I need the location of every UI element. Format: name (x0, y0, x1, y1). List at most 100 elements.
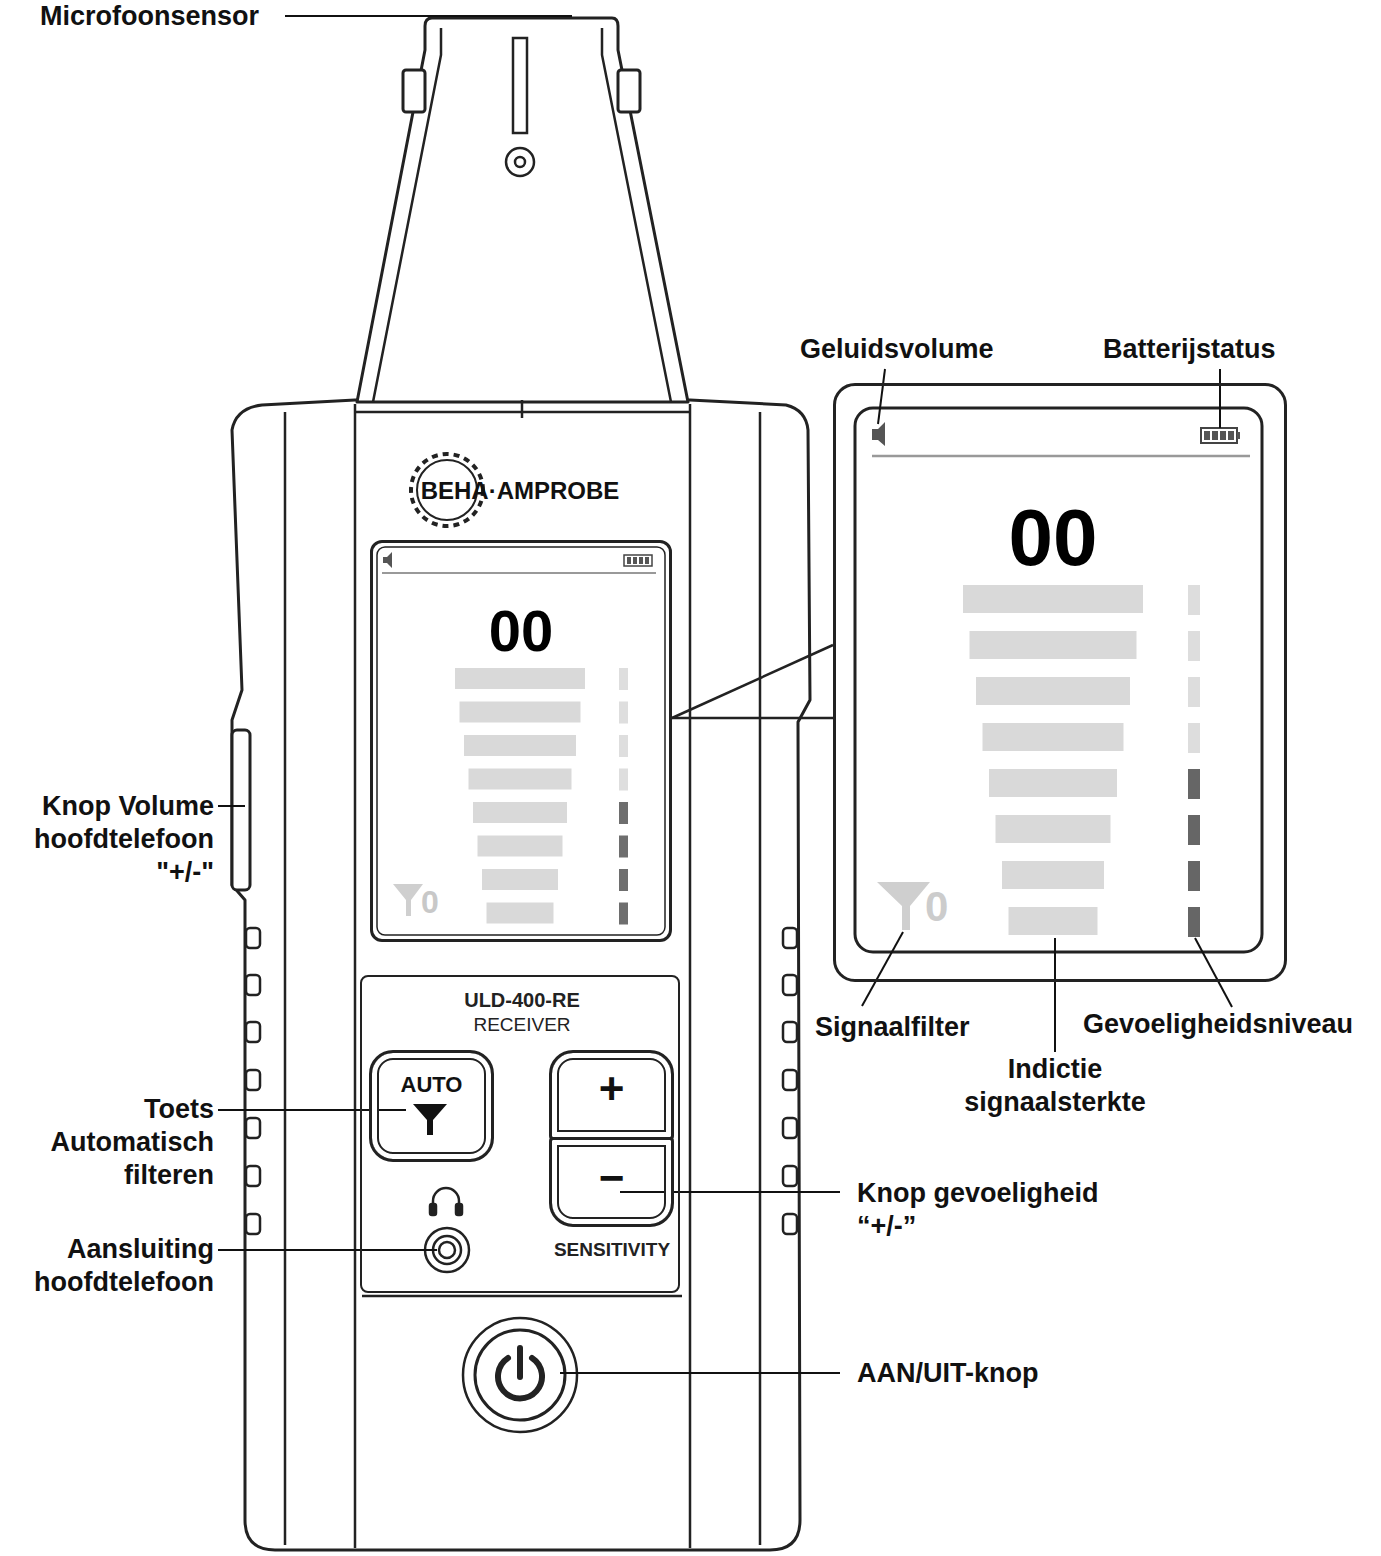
power-button (463, 1318, 577, 1432)
zoom-signal-bars (963, 585, 1143, 613)
screen-icons (383, 552, 392, 568)
screen-display (377, 547, 665, 935)
zoom-icons (1228, 431, 1234, 440)
signal-bars (464, 735, 576, 756)
auto-filter-key: AUTO (369, 1050, 494, 1162)
key-symbol: − (552, 1154, 671, 1202)
screen-icons (393, 884, 423, 916)
zoom-display (872, 455, 1250, 458)
signal-bars (487, 903, 554, 924)
grip-notch (246, 1118, 260, 1138)
leader-line (285, 15, 572, 17)
zoom-sensitivity-bars (1188, 585, 1200, 937)
zoom-connector (672, 717, 833, 720)
sensitivity-bars (619, 802, 628, 824)
screen-display (377, 547, 665, 935)
headphone-jack (433, 1236, 461, 1264)
leader-line (862, 932, 903, 1006)
plus-key: + (549, 1050, 674, 1140)
model-type: RECEIVER (417, 1015, 627, 1036)
zoom-sensitivity-bars (1188, 631, 1200, 661)
zoom-signal-bars (970, 631, 1137, 659)
control-panel: ULD-400-RERECEIVERSENSITIVITYAUTO+− (360, 975, 680, 1293)
device-rails (285, 28, 760, 1548)
microphone-slot (506, 148, 534, 176)
screen-icons (627, 557, 631, 564)
device-rails (602, 28, 671, 402)
part-label: Gevoeligheidsniveau (1083, 1008, 1381, 1041)
sensitivity-bars (619, 735, 628, 757)
power-button (475, 1330, 565, 1420)
key-caption: AUTO (372, 1073, 491, 1097)
leader-line (218, 805, 245, 807)
device-rails (689, 404, 692, 1548)
auto-filter-icon (413, 1104, 447, 1135)
grip-notch (246, 975, 260, 995)
zoom-signal-bars (989, 769, 1117, 797)
grip-notch (783, 1214, 797, 1234)
signal-bars (482, 869, 558, 890)
microphone-slot (506, 38, 534, 176)
zoom-sensitivity-bars (1188, 585, 1200, 615)
part-label: Toets Automatisch filteren (20, 1093, 214, 1192)
minus-key: − (549, 1137, 674, 1227)
sensitivity-bars (619, 869, 628, 891)
part-label: Knop gevoeligheid “+/-” (857, 1177, 1157, 1243)
power-button (463, 1318, 577, 1432)
zoomed-display: 000 (833, 383, 1287, 982)
zoom-sensitivity-bars (1188, 769, 1200, 799)
headphone-jack (439, 1242, 455, 1258)
brand-logo: BEHA·AMPROBE (390, 474, 650, 507)
zoom-icons (872, 422, 885, 446)
zoom-signal-bars (983, 723, 1124, 751)
zoom-signal-bars (963, 585, 1143, 935)
device-rails (759, 412, 762, 1545)
zoom-signal-bars (1009, 907, 1098, 935)
filter-level: 0 (421, 885, 455, 920)
leader-line (878, 369, 885, 424)
zoom-signal-bars (976, 677, 1130, 705)
grip-notch (246, 1022, 260, 1042)
zoom-sensitivity-bars (1188, 677, 1200, 707)
grip-notch (783, 1070, 797, 1090)
device-body (232, 18, 810, 1550)
screen-icons (633, 557, 637, 564)
microphone-slot (515, 157, 525, 167)
grip-notch (783, 1022, 797, 1042)
button-caption: SENSITIVITY (534, 1240, 690, 1261)
grip-notch (246, 1070, 260, 1090)
signal-bars (455, 668, 585, 689)
part-label: Knop Volume hoofdtelefoon "+/-" (0, 790, 214, 889)
leader-line (1054, 938, 1056, 1052)
zoom-display (672, 408, 1262, 952)
zoom-display (672, 645, 833, 718)
device-body (618, 70, 640, 112)
zoom-icons (1204, 431, 1210, 440)
signal-bars (469, 769, 572, 790)
device-rails (354, 404, 357, 1548)
zoom-icons (872, 422, 1240, 930)
grip-notch (246, 1214, 260, 1234)
signal-bars (455, 668, 585, 924)
leader-line (560, 1372, 840, 1374)
screen-display (382, 572, 656, 574)
part-label: AAN/UIT-knop (857, 1357, 1157, 1390)
screen-icons (639, 557, 643, 564)
leader-line (218, 1249, 437, 1251)
device-rails (362, 1295, 682, 1298)
screen-icons (645, 557, 649, 564)
device-body (232, 730, 250, 890)
sensitivity-bars (619, 903, 628, 925)
grip-notch (246, 928, 797, 1234)
sensitivity-bars (619, 769, 628, 791)
leader-line (1219, 369, 1221, 428)
grip-notch (783, 1118, 797, 1138)
zoom-sensitivity-bars (1188, 907, 1200, 937)
sensitivity-bars (619, 668, 628, 925)
device-body (232, 400, 810, 1550)
zoom-sensitivity-bars (1188, 723, 1200, 753)
zoom-icons (1201, 428, 1237, 443)
